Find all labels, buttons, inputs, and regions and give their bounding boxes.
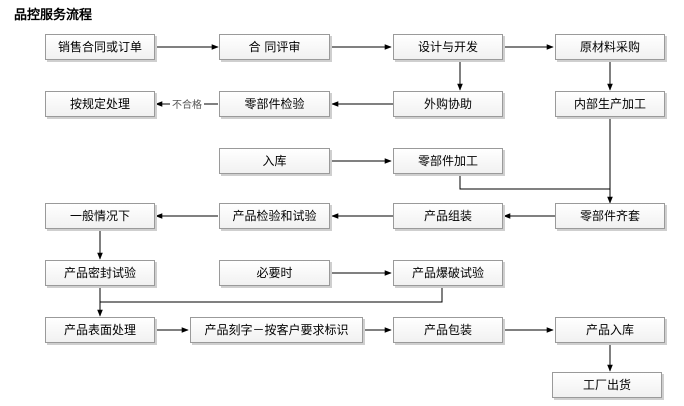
diagram-title: 品控服务流程 [14,8,93,23]
node-outsourcing-assist: 外购协助 [393,91,503,117]
node-design-development: 设计与开发 [393,34,503,60]
edge-label-fail: 不合格 [170,96,204,111]
node-product-assembly: 产品组装 [393,203,503,229]
node-surface-treatment: 产品表面处理 [45,317,155,343]
edge-partproc-to-complete [459,174,610,190]
node-burst-test: 产品爆破试验 [393,260,503,286]
node-part-processing: 零部件加工 [393,148,503,174]
node-parts-complete: 零部件齐套 [555,203,665,229]
node-internal-processing: 内部生产加工 [555,91,665,117]
node-product-storage: 产品入库 [555,317,665,343]
node-general-case: 一般情况下 [45,203,155,229]
node-warehouse-in: 入库 [219,148,330,174]
node-handle-by-rule: 按规定处理 [45,91,155,117]
node-when-needed: 必要时 [219,260,330,286]
node-contract-review: 合 同评审 [219,34,330,60]
node-factory-shipping: 工厂出货 [552,372,662,398]
edge-burst-to-join [100,286,443,303]
node-seal-test: 产品密封试验 [45,260,155,286]
node-sales-contract: 销售合同或订单 [45,34,155,60]
node-engraving: 产品刻字－按客户要求标识 [190,317,363,343]
node-part-inspection: 零部件检验 [219,91,330,117]
node-packaging: 产品包装 [393,317,503,343]
node-raw-material-purchase: 原材料采购 [555,34,665,60]
node-product-inspection-test: 产品检验和试验 [219,203,330,229]
